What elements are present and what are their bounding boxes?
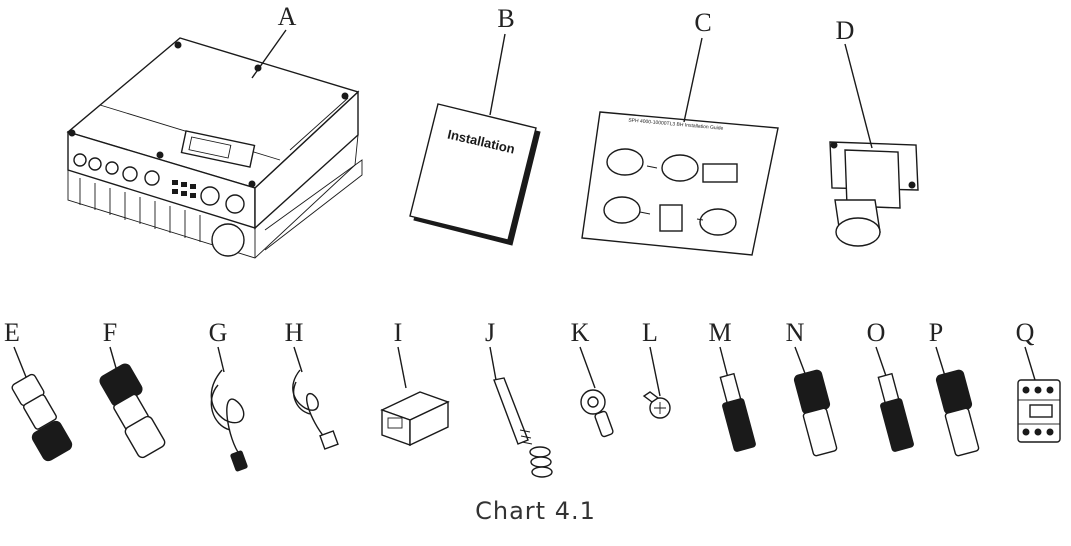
connector-e-illustration: [11, 373, 73, 462]
leader-lines: [13, 29, 1036, 397]
label-h: H: [284, 318, 304, 347]
label-p: P: [928, 318, 944, 347]
label-o: O: [866, 318, 886, 347]
label-n: N: [785, 318, 805, 347]
guide-card-illustration: SPH 4000-10000TL3 BH Installation Guide: [581, 111, 779, 256]
screw-illustration: [642, 391, 671, 419]
pv-connector-p-illustration: [935, 369, 980, 457]
label-j: J: [484, 318, 496, 347]
cable-g-illustration: [210, 369, 248, 472]
pv-connector-m-illustration: [719, 372, 756, 452]
label-m: M: [708, 318, 732, 347]
junction-box-illustration: [829, 141, 919, 247]
label-k: K: [570, 318, 590, 347]
energy-meter-illustration: [1017, 379, 1061, 443]
label-c: C: [694, 8, 712, 37]
inverter-illustration: [66, 37, 363, 259]
label-e: E: [4, 318, 20, 347]
ring-terminal-illustration: [580, 389, 614, 438]
label-f: F: [102, 318, 118, 347]
anchor-bolt-illustration: [493, 377, 553, 478]
label-g: G: [208, 318, 228, 347]
cable-h-illustration: [292, 369, 339, 450]
pv-connector-o-illustration: [877, 372, 914, 452]
label-i: I: [393, 318, 403, 347]
label-d: D: [835, 16, 855, 45]
figure-caption: Chart 4.1: [475, 497, 596, 525]
coupler-illustration: [380, 391, 450, 447]
label-a: A: [277, 2, 297, 31]
label-b: B: [497, 4, 515, 33]
label-l: L: [642, 318, 658, 347]
pv-connector-n-illustration: [793, 369, 838, 457]
manual-illustration: Installation: [409, 103, 541, 246]
connector-f-illustration: [99, 363, 166, 459]
label-q: Q: [1015, 318, 1035, 347]
